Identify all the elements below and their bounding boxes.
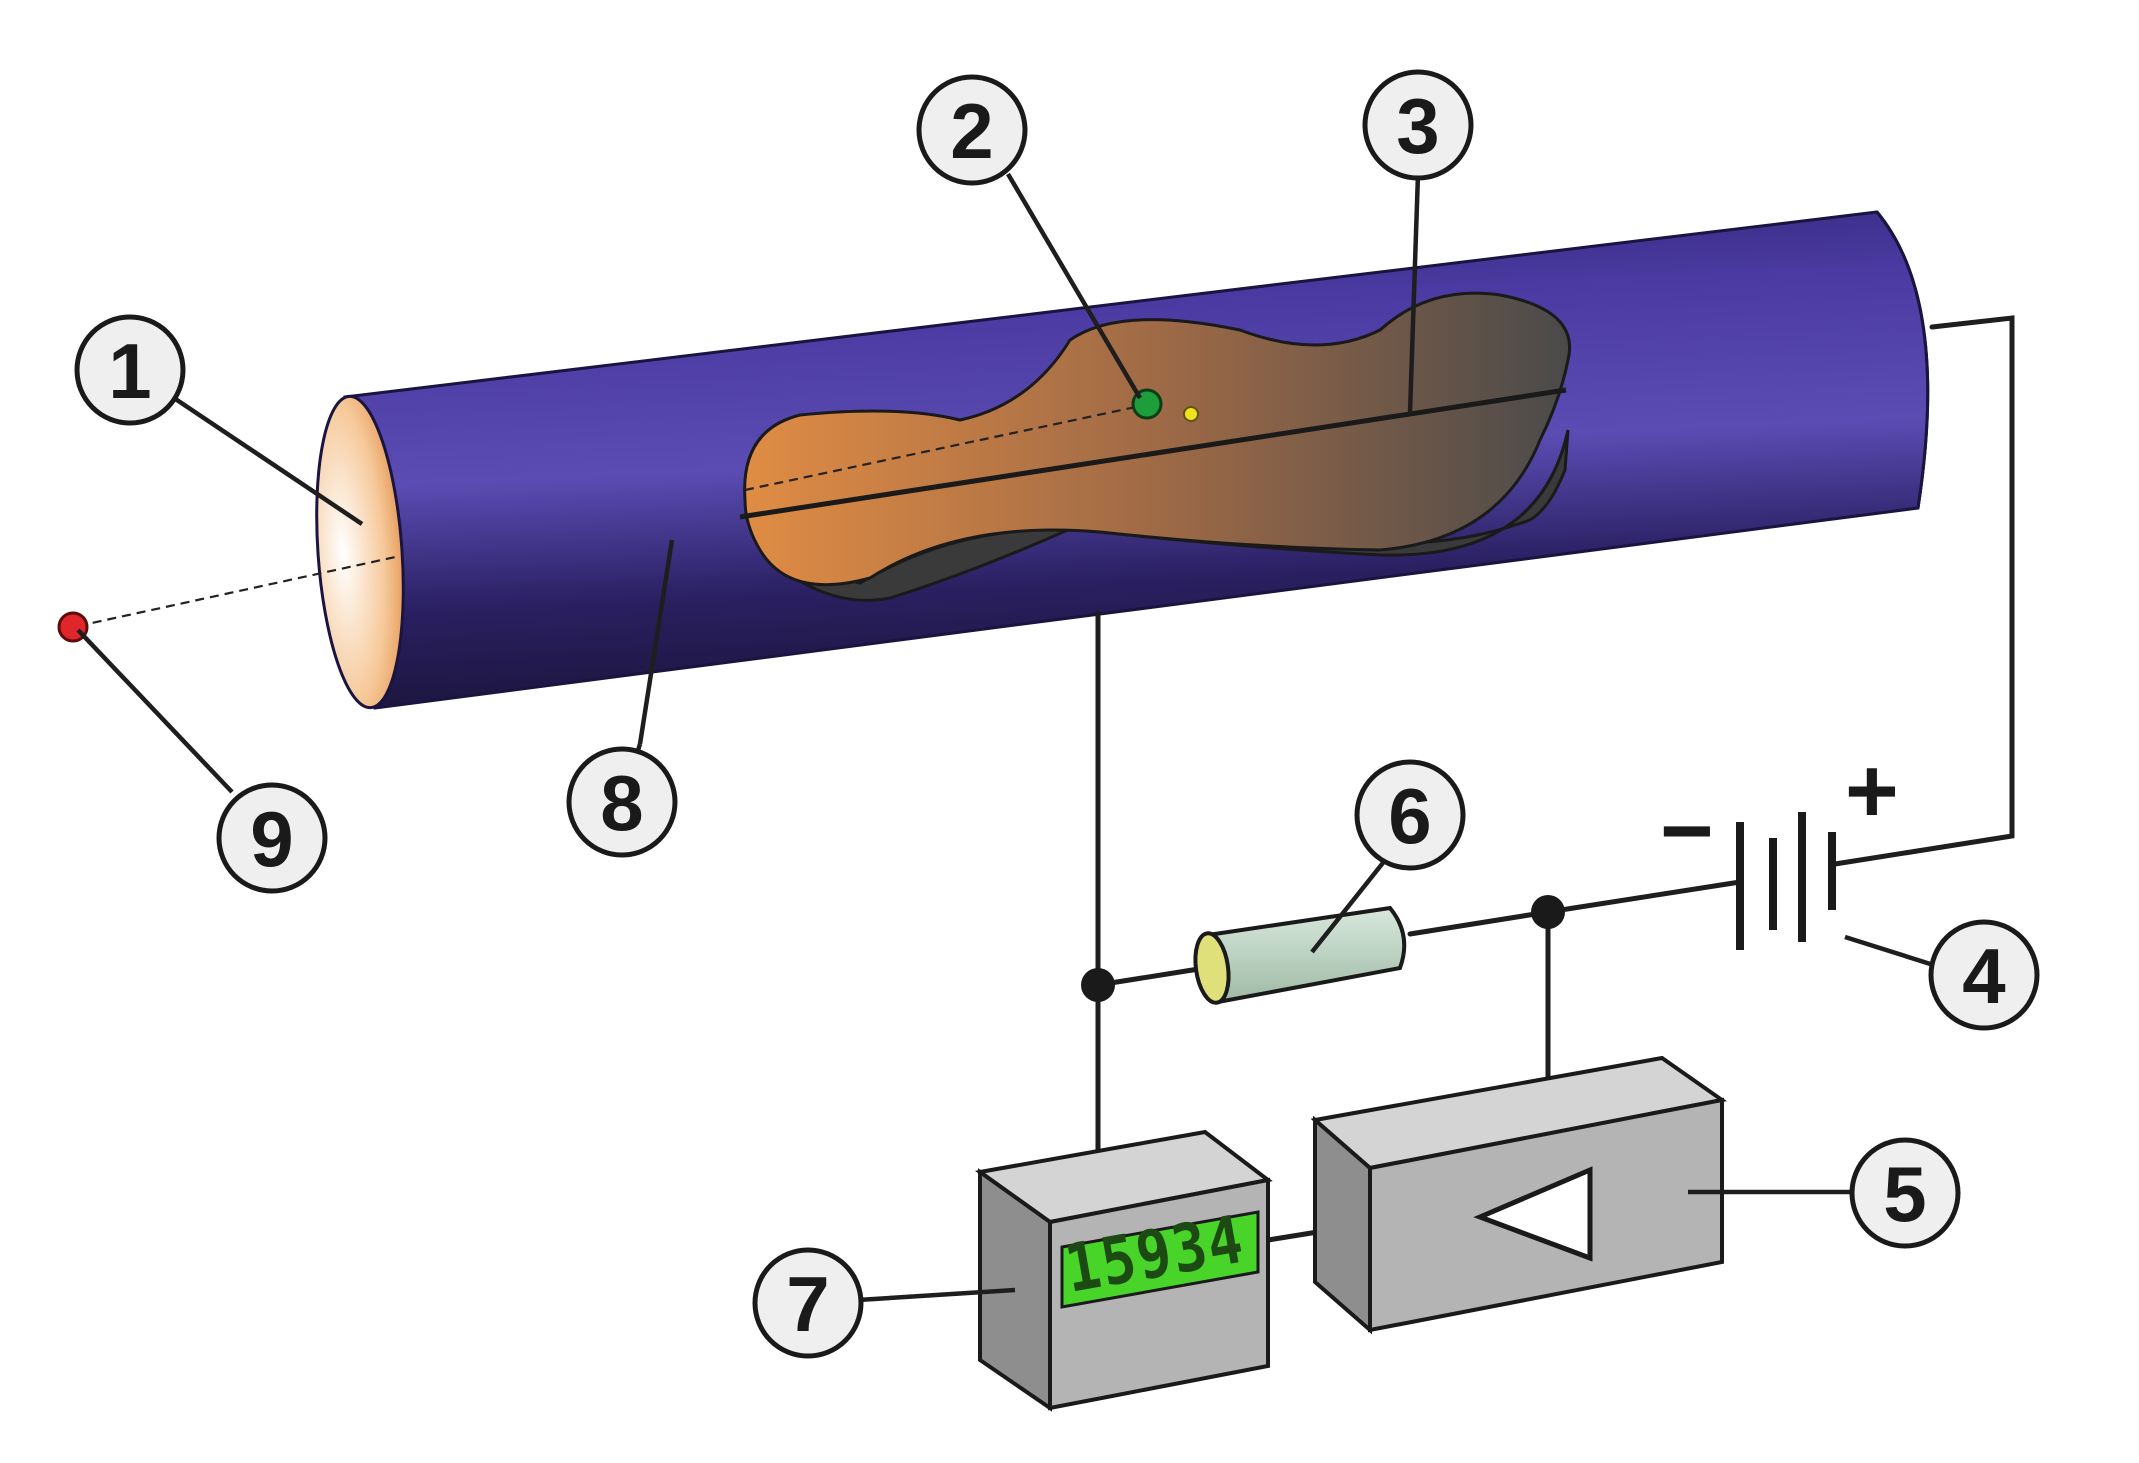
callout-7: 7 — [752, 1247, 864, 1359]
wire-tube-to-battery-plus — [1832, 315, 2015, 867]
junction-node-right — [1531, 895, 1565, 929]
callout-8: 8 — [566, 746, 678, 858]
callout-1-number: 1 — [108, 327, 151, 415]
callout-5-circle — [1849, 1137, 1961, 1249]
gas-cutaway — [739, 291, 1571, 602]
battery: − + — [1660, 740, 1899, 950]
central-anode-wire — [739, 387, 1567, 520]
resistor — [1193, 905, 1407, 1005]
amplifier-box — [1310, 1055, 1728, 1335]
particle-track-inside — [744, 403, 1146, 492]
gas-filling — [743, 291, 1571, 587]
callout-2-number: 2 — [950, 87, 993, 175]
callout-leaders — [76, 172, 1944, 1303]
callout-8-circle — [566, 746, 678, 858]
leader-8 — [637, 539, 675, 745]
wire-node-to-battery — [1545, 879, 1743, 915]
amplifier-triangle-icon — [1473, 1166, 1593, 1262]
callout-9-number: 9 — [250, 795, 293, 883]
callout-1-circle — [74, 314, 186, 426]
callout-1: 1 — [74, 314, 186, 426]
callout-6: 6 — [1354, 759, 1466, 871]
callout-2-circle — [916, 74, 1028, 186]
callout-3-number: 3 — [1396, 82, 1439, 170]
callout-7-number: 7 — [786, 1260, 829, 1348]
callout-7-circle — [752, 1247, 864, 1359]
callout-4-number: 4 — [1962, 932, 2005, 1020]
counter-display — [1060, 1210, 1260, 1309]
leader-4 — [1844, 934, 1944, 971]
wire-resistor-to-node — [1407, 909, 1551, 937]
leader-6 — [1310, 852, 1392, 954]
callout-3-circle — [1362, 69, 1474, 181]
callout-9: 9 — [216, 782, 328, 894]
callout-9-circle — [216, 782, 328, 894]
battery-plus-sign: + — [1845, 740, 1899, 842]
junction-node-left — [1081, 968, 1115, 1002]
leader-1 — [166, 392, 364, 526]
callout-4: 4 — [1928, 919, 2040, 1031]
callout-2: 2 — [916, 74, 1028, 186]
battery-minus-sign: − — [1660, 780, 1714, 882]
leader-3 — [1407, 173, 1421, 414]
callout-5: 5 — [1849, 1137, 1961, 1249]
counter-box: 15934 — [974, 1129, 1273, 1412]
resistor-end-cap — [1193, 931, 1231, 1005]
callout-4-circle — [1928, 919, 2040, 1031]
circuit-wires — [1081, 315, 2015, 1243]
resistor-body — [1205, 905, 1407, 1005]
leader-7 — [857, 1287, 1016, 1303]
callout-3: 3 — [1362, 69, 1474, 181]
tube-far-end-cap — [1875, 211, 1930, 509]
callout-6-circle — [1354, 759, 1466, 871]
leader-2 — [1006, 172, 1142, 400]
tube-window-end — [315, 394, 405, 710]
callout-6-number: 6 — [1388, 772, 1431, 860]
wire-junction-to-resistor — [1095, 965, 1208, 988]
particle-track-outside — [77, 554, 401, 628]
leader-9 — [76, 628, 234, 794]
callout-5-number: 5 — [1883, 1150, 1926, 1238]
electron — [1183, 406, 1199, 422]
callout-8-number: 8 — [600, 759, 643, 847]
